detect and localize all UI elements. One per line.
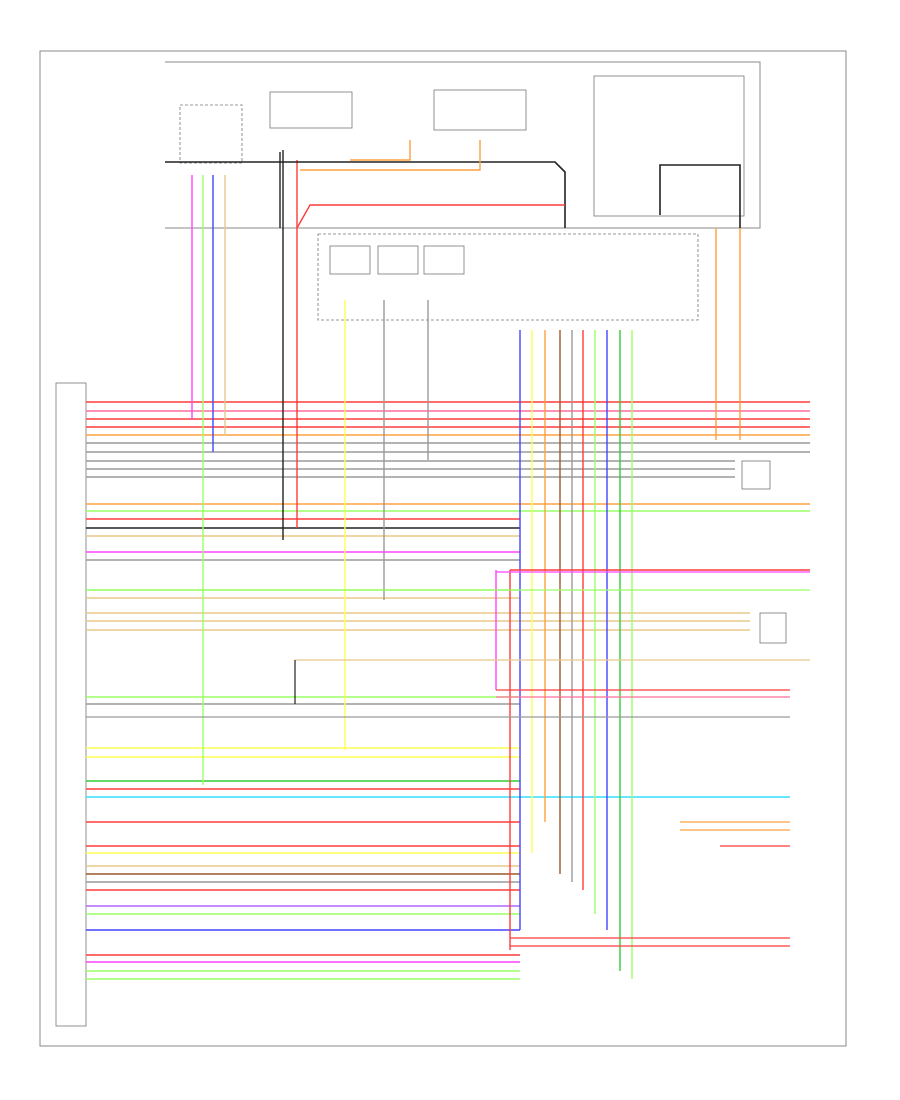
wire-67: [165, 161, 566, 228]
main-relay: [593, 75, 745, 217]
fuse-a: [329, 245, 371, 275]
fuse-b: [377, 245, 419, 275]
relay-box-top: [165, 61, 761, 229]
wire-69: [300, 140, 481, 171]
top-components: [55, 75, 787, 1027]
fuse-c: [423, 245, 465, 275]
wire-71: [296, 204, 565, 229]
wire-72: [659, 164, 741, 228]
diagram-frame: [39, 50, 847, 1047]
right-relay-small: [741, 460, 771, 490]
relay-1: [269, 91, 353, 129]
wire-harness: [86, 140, 810, 980]
fuse-module: [317, 233, 699, 321]
relay-2: [433, 89, 527, 131]
connector-block-left: [179, 104, 243, 164]
wire-68: [350, 140, 411, 161]
right-relay-mid: [759, 612, 787, 644]
ecm-connector: [55, 382, 87, 1027]
